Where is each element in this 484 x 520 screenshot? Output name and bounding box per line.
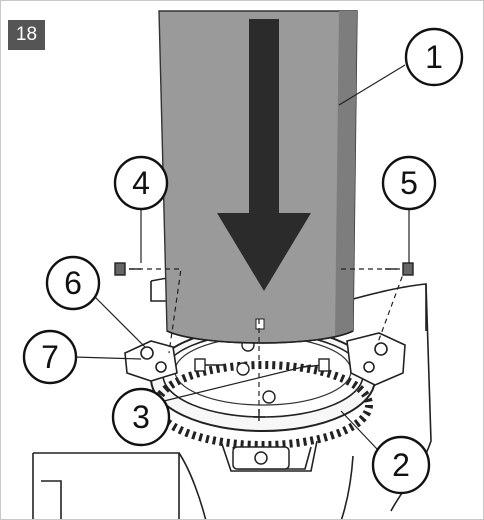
callout-5: 5 (381, 155, 437, 211)
clamp-right (346, 332, 406, 386)
callout-6-label: 6 (64, 265, 82, 301)
callout-4: 4 (113, 155, 169, 211)
clamp-left (124, 340, 178, 382)
callout-2: 2 (371, 435, 431, 495)
callout-7: 7 (22, 329, 78, 385)
screw-right-part5 (385, 262, 414, 276)
callout-7-label: 7 (41, 339, 59, 375)
callout-4-label: 4 (132, 165, 150, 201)
callout-1: 1 (404, 27, 464, 87)
down-arrow-icon (217, 19, 311, 291)
callout-3-label: 3 (132, 399, 150, 435)
screw-left-part4 (114, 262, 141, 276)
callout-6: 6 (45, 255, 101, 311)
toothed-collar (150, 326, 376, 449)
callout-3: 3 (111, 387, 171, 447)
bottom-clamp (232, 446, 290, 470)
callout-5-label: 5 (400, 165, 418, 201)
callout-2-label: 2 (392, 447, 410, 483)
leader-lines (73, 64, 410, 450)
callout-1-label: 1 (425, 39, 443, 75)
step-number-badge: 18 (8, 20, 45, 50)
